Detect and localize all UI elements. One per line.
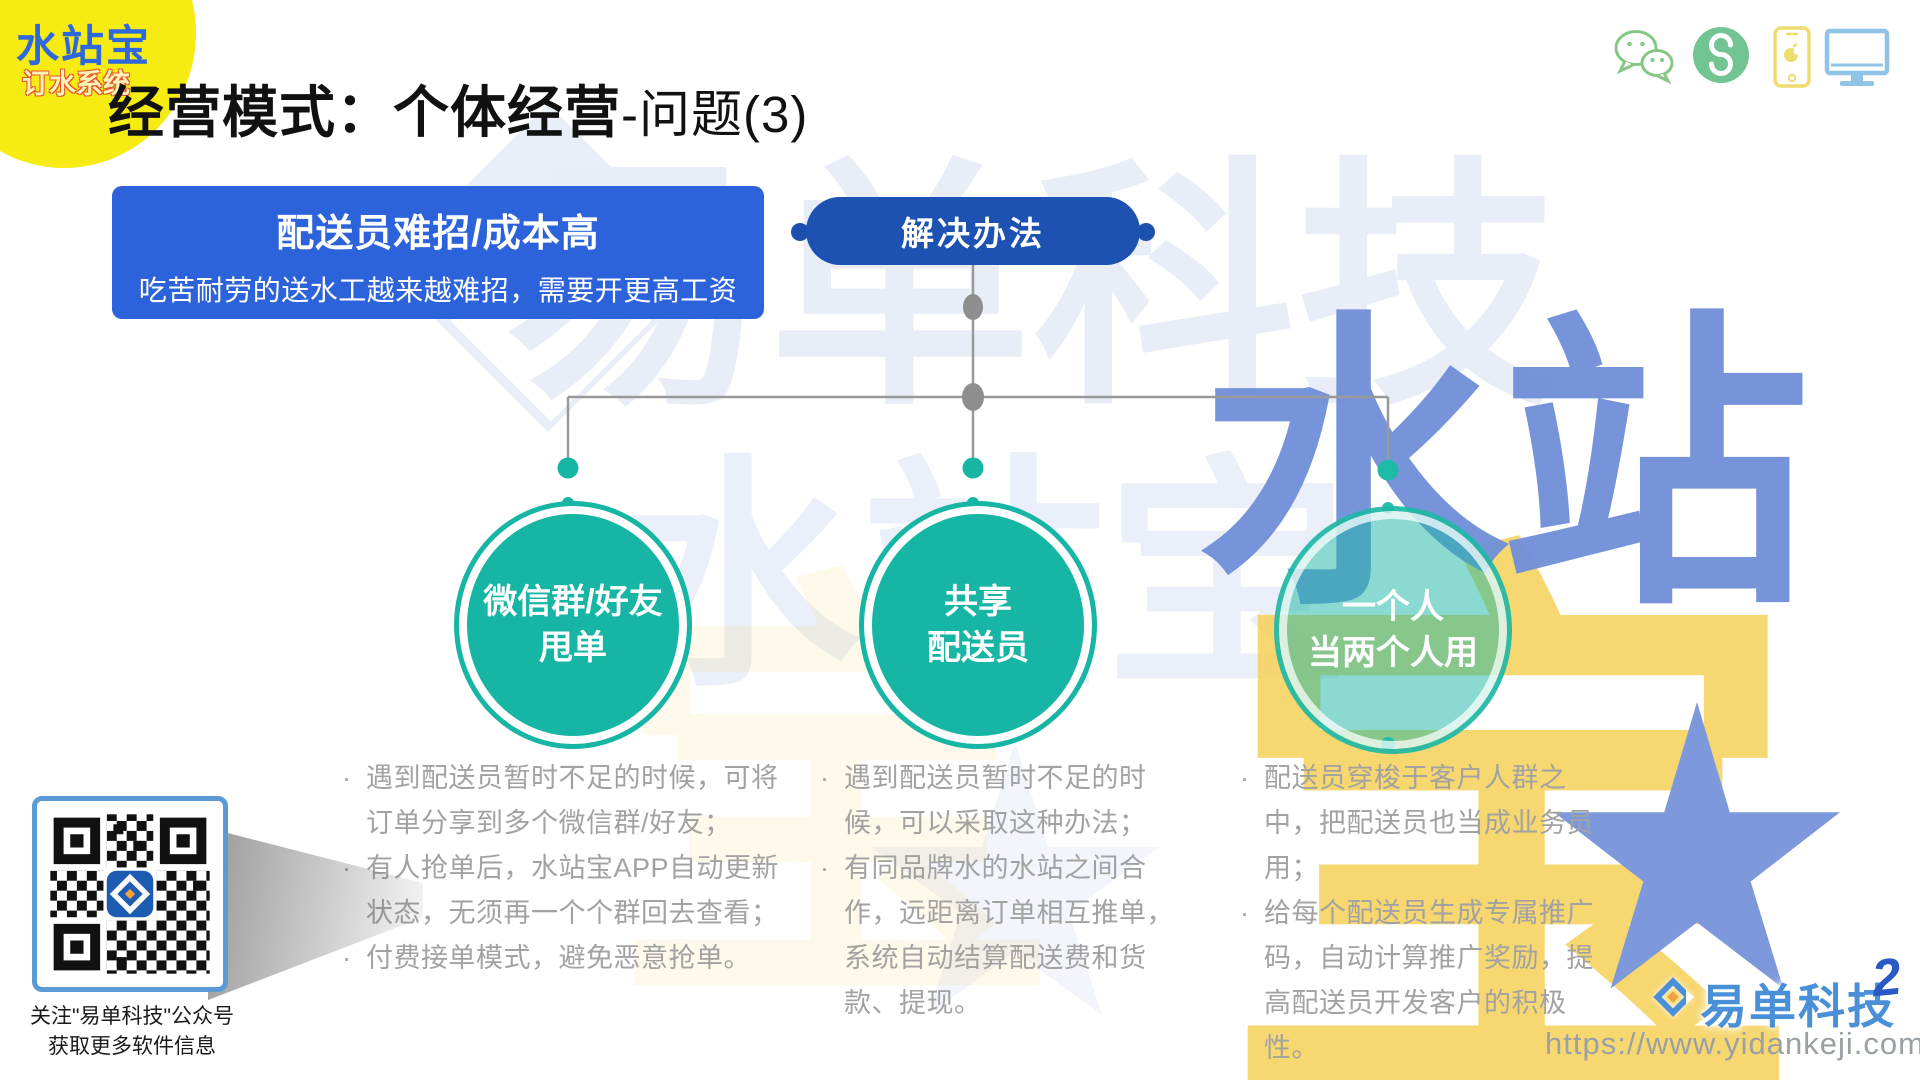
- solution-pill: 解决办法: [806, 197, 1140, 265]
- footer-brand-name: 易单科技: [1700, 980, 1896, 1033]
- solution-circle-3: 一个人 当两个人用: [1274, 506, 1512, 754]
- bullet-item: ·有同品牌水的水站之间合作，远距离订单相互推单，系统自动结算配送费和货款、提现。: [818, 846, 1194, 1026]
- solution-circle-2-line2: 配送员: [927, 629, 1029, 667]
- desktop-icon[interactable]: [1824, 28, 1890, 88]
- bullet-dot: ·: [1240, 898, 1250, 928]
- bullet-item: ·配送员穿梭于客户人群之中，把配送员也当成业务员用；: [1238, 756, 1614, 891]
- problem-card: 配送员难招/成本高 吃苦耐劳的送水工越来越难招，需要开更高工资: [112, 186, 764, 319]
- bullet-dot: ·: [1240, 763, 1250, 793]
- page-title-main: 经营模式：个体经营: [108, 81, 621, 144]
- solution-circle-2: 共享 配送员: [859, 501, 1097, 749]
- bullet-dot: ·: [820, 763, 830, 793]
- bullet-item: ·给每个配送员生成专属推广码，自动计算推广奖励，提高配送员开发客户的积极性。: [1238, 891, 1614, 1071]
- page-title-suffix: -问题(3): [621, 86, 809, 143]
- solution-circle-3-line2: 当两个人用: [1308, 634, 1478, 672]
- bullet-item: ·遇到配送员暂时不足的时候，可以采取这种办法；: [818, 756, 1194, 846]
- qr-caption-line2: 获取更多软件信息: [48, 1035, 216, 1058]
- solution-circle-1-line1: 微信群/好友: [483, 583, 663, 621]
- miniprogram-icon[interactable]: [1692, 26, 1750, 84]
- bullet-dot: ·: [342, 943, 352, 973]
- page-number-mark: 2: [1869, 947, 1904, 1009]
- solution-circle-1-line2: 甩单: [539, 629, 607, 667]
- wechat-icon[interactable]: [1612, 28, 1676, 84]
- mobile-icon[interactable]: [1772, 26, 1812, 88]
- bullet-column-1: ·遇到配送员暂时不足的时候，可将订单分享到多个微信群/好友； ·有人抢单后，水站…: [340, 756, 796, 981]
- footer-brand-icon: [1648, 972, 1698, 1022]
- bullet-column-3: ·配送员穿梭于客户人群之中，把配送员也当成业务员用； ·给每个配送员生成专属推广…: [1238, 756, 1614, 1071]
- qr-code[interactable]: [32, 796, 228, 992]
- solution-circle-3-line1: 一个人: [1342, 588, 1444, 626]
- solution-circle-1: 微信群/好友 甩单: [454, 501, 692, 749]
- bullet-item: ·遇到配送员暂时不足的时候，可将订单分享到多个微信群/好友；: [340, 756, 796, 846]
- page-title: 经营模式：个体经营-问题(3): [108, 68, 808, 149]
- solution-circle-2-line1: 共享: [944, 583, 1012, 621]
- problem-card-description: 吃苦耐劳的送水工越来越难招，需要开更高工资: [138, 275, 738, 306]
- qr-caption: 关注"易单科技"公众号 获取更多软件信息: [14, 1002, 250, 1062]
- problem-card-title: 配送员难招/成本高: [276, 213, 600, 255]
- qr-caption-line1: 关注"易单科技"公众号: [30, 1005, 234, 1028]
- bullet-dot: ·: [342, 763, 352, 793]
- bullet-item: ·付费接单模式，避免恶意抢单。: [340, 936, 796, 981]
- bullet-column-2: ·遇到配送员暂时不足的时候，可以采取这种办法； ·有同品牌水的水站之间合作，远距…: [818, 756, 1194, 1026]
- bullet-dot: ·: [820, 853, 830, 883]
- footer-url[interactable]: https://www.yidankeji.com: [1545, 1026, 1920, 1061]
- bullet-item: ·有人抢单后，水站宝APP自动更新状态，无须再一个个群回去查看；: [340, 846, 796, 936]
- brand-badge-name: 水站宝: [16, 23, 151, 71]
- brand-badge-tagline: 订水系统: [22, 69, 130, 99]
